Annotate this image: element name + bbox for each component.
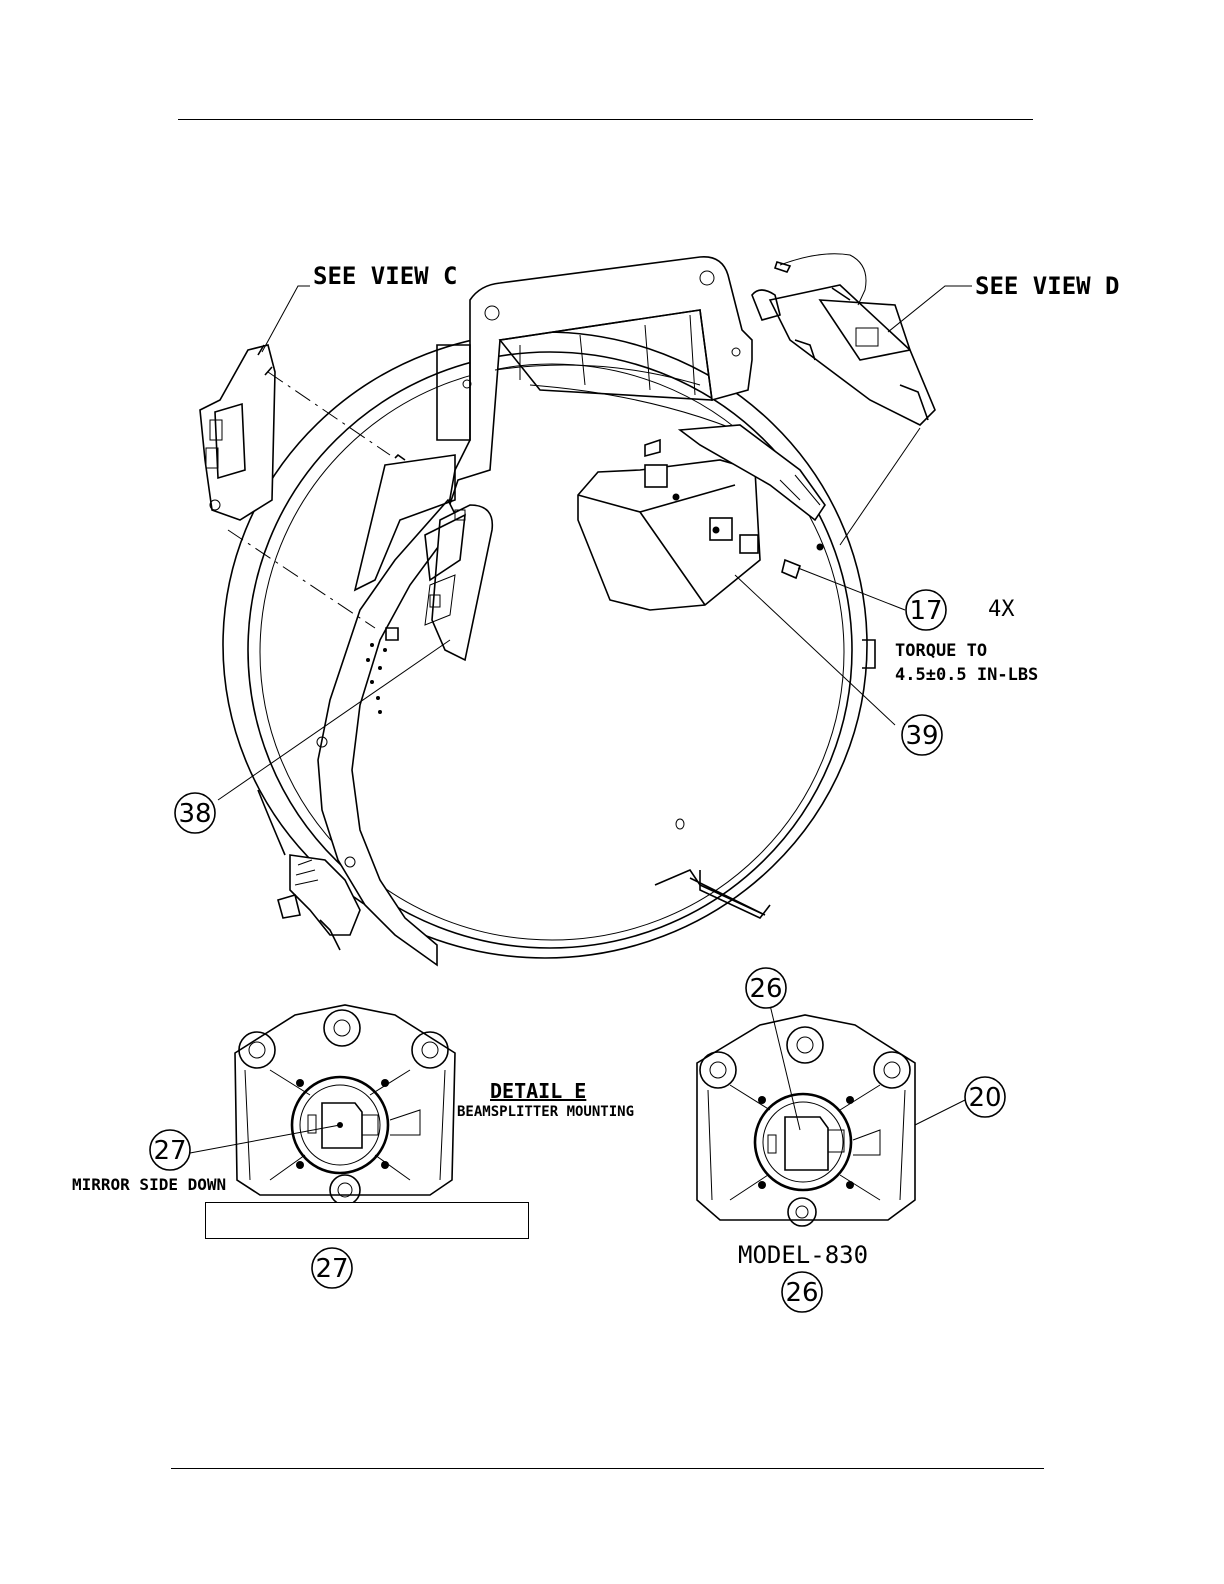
see-view-c-label: SEE VIEW C <box>313 262 458 290</box>
svg-text:27: 27 <box>315 1254 348 1284</box>
svg-text:26: 26 <box>749 974 782 1004</box>
callout-20: 20 <box>965 1077 1005 1117</box>
model-label: MODEL-830 <box>738 1241 868 1269</box>
svg-text:17: 17 <box>909 596 942 626</box>
quantity-label: 4X <box>988 597 1015 622</box>
svg-text:27: 27 <box>153 1136 186 1166</box>
mirror-side-note: MIRROR SIDE DOWN <box>72 1175 226 1194</box>
detail-e-title: DETAIL E <box>490 1079 586 1103</box>
svg-text:38: 38 <box>178 799 211 829</box>
beamsplitter-mount <box>578 425 825 610</box>
leader-lines <box>190 286 972 1153</box>
callout-39: 39 <box>902 715 942 755</box>
model-830-mount <box>697 1015 915 1226</box>
callout-17: 17 <box>906 590 946 630</box>
callout-27-detail: 27 <box>150 1130 190 1170</box>
detail-e-subtitle: BEAMSPLITTER MOUNTING <box>457 1104 634 1120</box>
detail-e-mount <box>235 1005 455 1205</box>
svg-text:20: 20 <box>968 1083 1001 1113</box>
torque-label-line2: 4.5±0.5 IN-LBS <box>895 665 1038 685</box>
view-c-component <box>200 345 275 520</box>
view-d-component <box>752 254 935 425</box>
torque-label-line1: TORQUE TO <box>895 641 987 661</box>
svg-text:39: 39 <box>905 721 938 751</box>
callout-38: 38 <box>175 793 215 833</box>
see-view-d-label: SEE VIEW D <box>975 272 1120 300</box>
blank-label-box <box>205 1202 529 1239</box>
callout-26-bottom: 26 <box>782 1272 822 1312</box>
callout-26-top: 26 <box>746 968 786 1008</box>
callout-27-bottom: 27 <box>312 1248 352 1288</box>
svg-text:26: 26 <box>785 1278 818 1308</box>
